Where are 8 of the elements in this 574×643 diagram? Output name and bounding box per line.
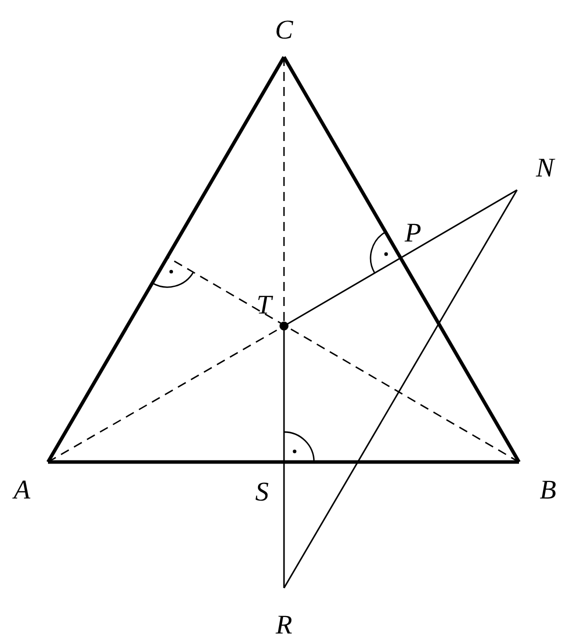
point-label: R (276, 612, 292, 638)
point-label: N (536, 154, 554, 182)
point-label: S (255, 478, 269, 506)
point-label: A (14, 476, 30, 504)
point-label: C (275, 16, 293, 44)
point-label: P (404, 220, 422, 246)
point-label: T (256, 292, 272, 318)
point-label: B (540, 476, 556, 504)
